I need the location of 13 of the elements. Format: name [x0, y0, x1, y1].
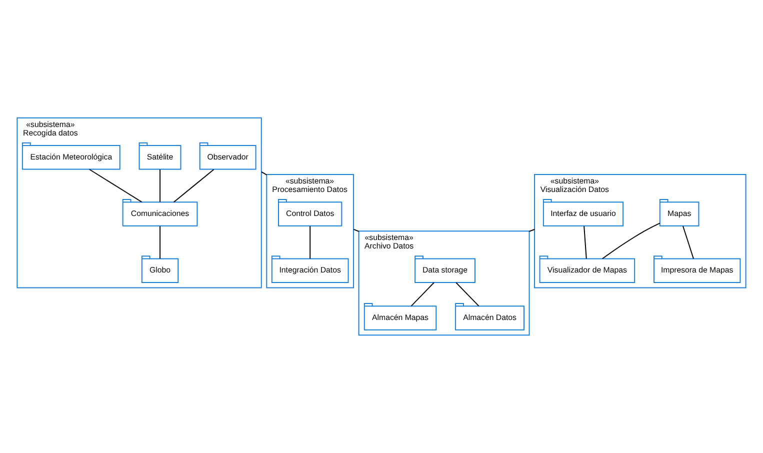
connector	[160, 226, 161, 260]
connector	[353, 228, 360, 232]
connector	[410, 282, 434, 307]
connector	[602, 222, 660, 260]
connector	[160, 169, 161, 203]
connector	[88, 168, 142, 203]
connector	[528, 228, 536, 232]
connector	[584, 226, 587, 260]
connector	[260, 171, 268, 176]
connector	[310, 226, 311, 260]
connector	[682, 226, 694, 260]
connector	[456, 282, 480, 307]
connector	[173, 169, 214, 203]
